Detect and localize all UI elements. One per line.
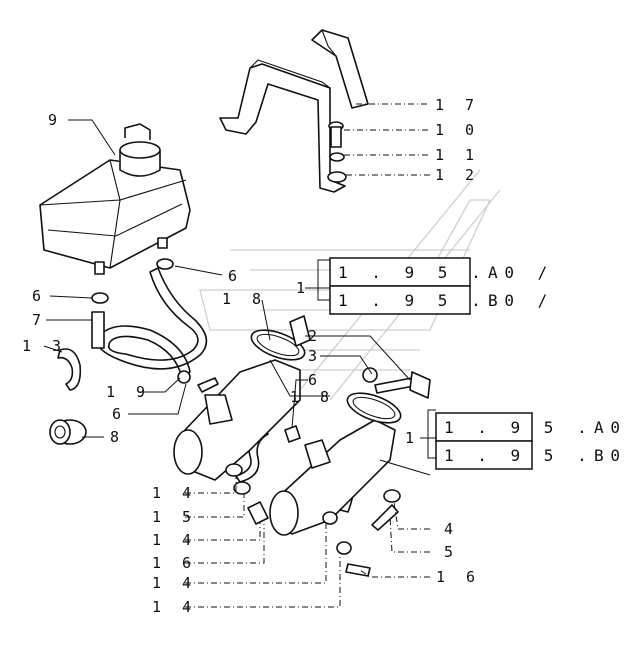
clamp-6-left	[91, 292, 109, 304]
reference-box-upper-b	[329, 285, 471, 315]
bolt-2	[374, 371, 431, 399]
leader-lines	[43, 103, 436, 608]
callout-6-mid: 6	[112, 405, 127, 423]
callout-5: 5	[444, 543, 459, 561]
reference-variant-lower-b: B	[594, 446, 611, 465]
callout-1-lower: 1	[405, 429, 420, 447]
reference-code-lower-a: 1 . 9 5 . 0 /	[444, 418, 639, 437]
reference-code-lower-b: 1 . 9 5 . 0 /	[444, 446, 639, 465]
callout-18-lower: 1 8	[290, 388, 335, 406]
callout-6-upper: 6	[228, 267, 243, 285]
callout-14-b: 1 4	[152, 531, 197, 549]
seal-14-a	[225, 463, 243, 477]
callout-10: 1 0	[435, 121, 480, 139]
washer-4	[383, 489, 401, 503]
callout-7: 7	[32, 311, 47, 329]
valve-body-lower	[269, 392, 402, 536]
bolt-10	[328, 121, 344, 148]
callout-14-a: 1 4	[152, 484, 197, 502]
callout-6-right: 6	[308, 371, 323, 389]
callout-13: 1 3	[22, 337, 67, 355]
callout-11: 1 1	[435, 146, 480, 164]
callout-1-upper: 1	[296, 279, 311, 297]
callout-12: 1 2	[435, 166, 480, 184]
screw-5	[371, 504, 399, 531]
callout-4: 4	[444, 520, 459, 538]
screw-upper	[197, 377, 219, 393]
support-bracket	[219, 59, 346, 193]
reference-box-upper-a	[329, 257, 471, 287]
washer-3	[362, 367, 378, 383]
callout-9: 9	[48, 111, 63, 129]
reference-variant-upper-b: B	[488, 291, 505, 310]
callout-16-right: 1 6	[436, 568, 481, 586]
seal-14-c	[322, 511, 338, 525]
callout-2: 2	[308, 327, 323, 345]
reference-code-upper-b: 1 . 9 5 . 0 /	[338, 291, 554, 310]
washer-11	[329, 152, 345, 162]
callout-6-left: 6	[32, 287, 47, 305]
callout-17: 1 7	[435, 96, 480, 114]
fitting-15	[233, 481, 251, 495]
callout-19: 1 9	[106, 383, 151, 401]
callout-14-d: 1 4	[152, 598, 197, 616]
plug-14-b	[247, 501, 269, 525]
valve-body-upper	[173, 315, 311, 481]
expansion-tank-9	[39, 123, 191, 275]
clamp-6-upper	[156, 258, 174, 270]
callout-16-left: 1 6	[152, 554, 197, 572]
reference-box-lower-b	[435, 440, 533, 470]
callout-14-c: 1 4	[152, 574, 197, 592]
callout-18-upper: 1 8	[222, 290, 267, 308]
grommet-8	[49, 419, 87, 445]
reference-code-upper-a: 1 . 9 5 . 0 /	[338, 263, 554, 282]
reference-variant-upper-a: A	[488, 263, 505, 282]
clamp-6-right	[284, 425, 301, 443]
screw-16	[345, 563, 371, 577]
seal-14-d	[336, 541, 352, 555]
callout-8: 8	[110, 428, 125, 446]
clamp-6-mid	[177, 370, 191, 384]
callout-3: 3	[308, 347, 323, 365]
strap-17	[311, 29, 369, 109]
callout-15: 1 5	[152, 508, 197, 526]
nut-12	[327, 171, 347, 183]
reference-variant-lower-a: A	[594, 418, 611, 437]
reference-box-lower-a	[435, 412, 533, 442]
